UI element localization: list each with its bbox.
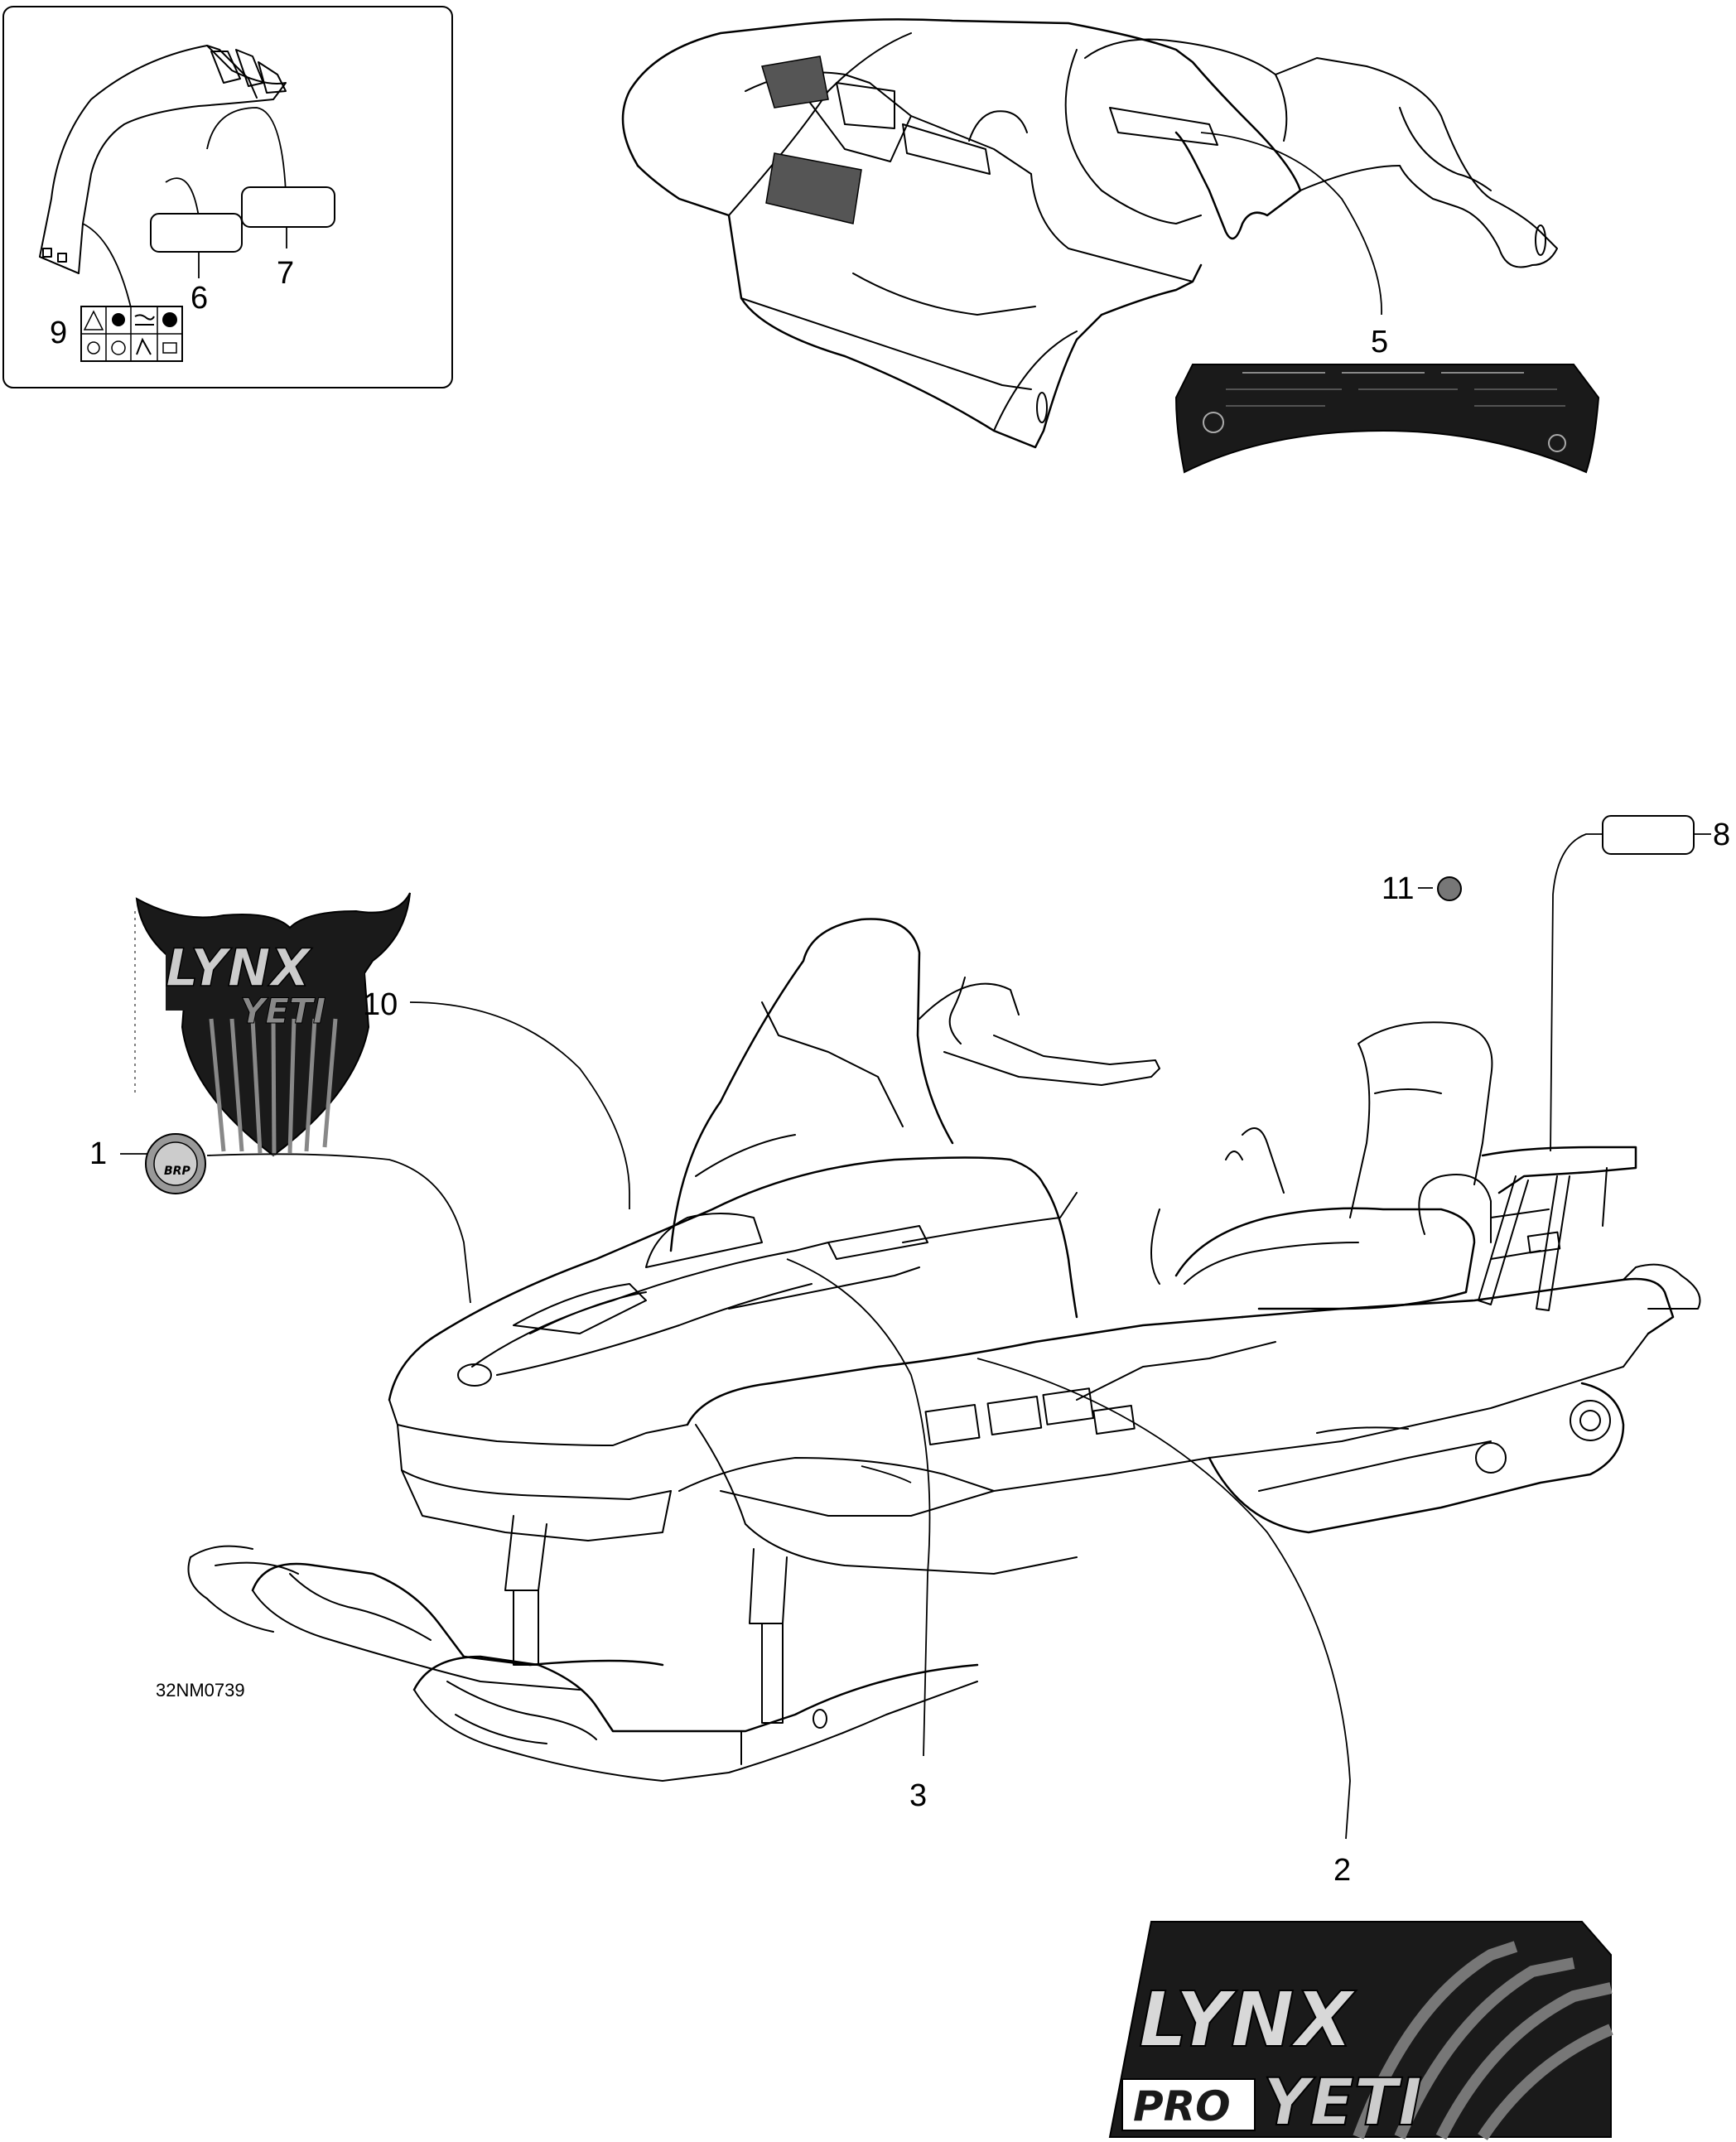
- warning-triangle-icon: [83, 310, 104, 330]
- label-6: 6: [190, 281, 208, 316]
- inset-panel: 6 7 9: [2, 6, 453, 388]
- label-10: 10: [363, 987, 398, 1022]
- decal-2-lynx-text: LYNX: [1139, 1976, 1357, 2064]
- decal-10-lynx-yeti-shield: LYNX YETI: [135, 892, 411, 1157]
- track-icon: [134, 314, 155, 326]
- label-11: 11: [1382, 871, 1414, 906]
- decal-11-small-badge: [1437, 876, 1462, 901]
- info-icon: [1548, 434, 1566, 452]
- decal-1-brp-badge: BRP: [145, 1133, 206, 1194]
- battery-icon: [162, 342, 177, 354]
- decal-10-yeti-text: YETI: [240, 991, 326, 1031]
- decal-6-blank: [150, 213, 243, 253]
- no-symbol-icon: [111, 340, 126, 355]
- decal-8-blank: [1602, 815, 1695, 855]
- label-3: 3: [909, 1778, 927, 1813]
- decal-10-lynx-text: LYNX: [166, 938, 313, 998]
- label-1: 1: [89, 1136, 107, 1171]
- decal-9-warning-grid: [80, 306, 183, 362]
- decal-2-lynx-pro-yeti: LYNX PRO YETI: [1108, 1921, 1613, 2141]
- brp-text: BRP: [164, 1165, 190, 1178]
- label-5: 5: [1371, 325, 1388, 359]
- drawing-code: 32NM0739: [156, 1680, 245, 1701]
- label-9: 9: [50, 316, 67, 350]
- label-2: 2: [1333, 1853, 1351, 1888]
- label-7: 7: [277, 256, 294, 291]
- helmet-icon: [1203, 412, 1224, 433]
- label-8: 8: [1713, 818, 1730, 852]
- decal-7-blank: [241, 186, 335, 228]
- decal-5-warning-arc: [1174, 364, 1600, 474]
- decal-2-pro-text: PRO: [1133, 2082, 1231, 2130]
- hood-cowl-drawing: [621, 18, 1558, 449]
- person-icon: [136, 337, 152, 355]
- hazard-icon: [162, 312, 177, 327]
- stop-icon: [112, 313, 125, 326]
- key-icon: [87, 341, 100, 355]
- inset-side-panel-drawing: [39, 45, 287, 274]
- decal-2-yeti-text: YETI: [1263, 2066, 1422, 2140]
- snowmobile-drawing: [187, 918, 1701, 1782]
